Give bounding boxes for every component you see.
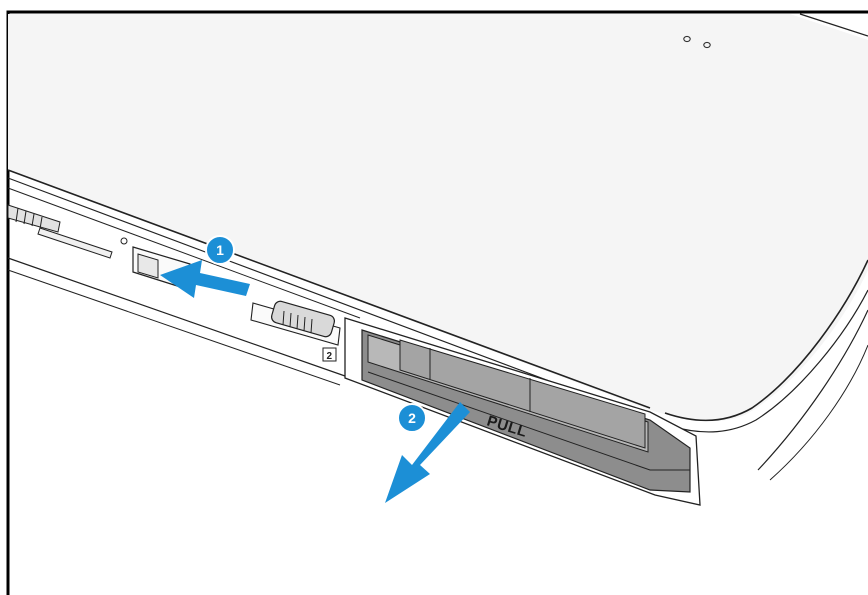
- figure-border: [6, 10, 868, 595]
- step-2-callout: 2: [397, 403, 427, 433]
- top-right-edge: [799, 13, 868, 37]
- svg-text:2: 2: [327, 351, 333, 362]
- svg-text:1: 1: [216, 242, 224, 258]
- step-1-callout: 1: [205, 235, 235, 265]
- step-1-arrow: [160, 260, 250, 298]
- left-latch: [7, 204, 61, 233]
- right-side-lower: [757, 309, 868, 471]
- led-indicator: [703, 41, 711, 49]
- release-button: [137, 253, 159, 279]
- front-panel-bottom: [7, 257, 346, 377]
- card-slot: [37, 227, 113, 259]
- right-edge-inner: [669, 289, 868, 433]
- front-panel-bottom-2: [7, 269, 341, 386]
- bay-number-marker: 2: [322, 347, 337, 362]
- front-panel-line: [7, 187, 361, 319]
- drive-tray-handle: [399, 339, 646, 449]
- right-side-bottom: [769, 344, 868, 481]
- step-2-arrow: [385, 402, 470, 503]
- status-led: [120, 237, 128, 245]
- right-edge-outer: [664, 259, 868, 422]
- svg-text:2: 2: [408, 410, 416, 426]
- front-top-edge: [7, 169, 651, 409]
- led-indicator: [683, 35, 691, 43]
- device-top-surface: [8, 14, 868, 422]
- tray-latch: [250, 300, 341, 346]
